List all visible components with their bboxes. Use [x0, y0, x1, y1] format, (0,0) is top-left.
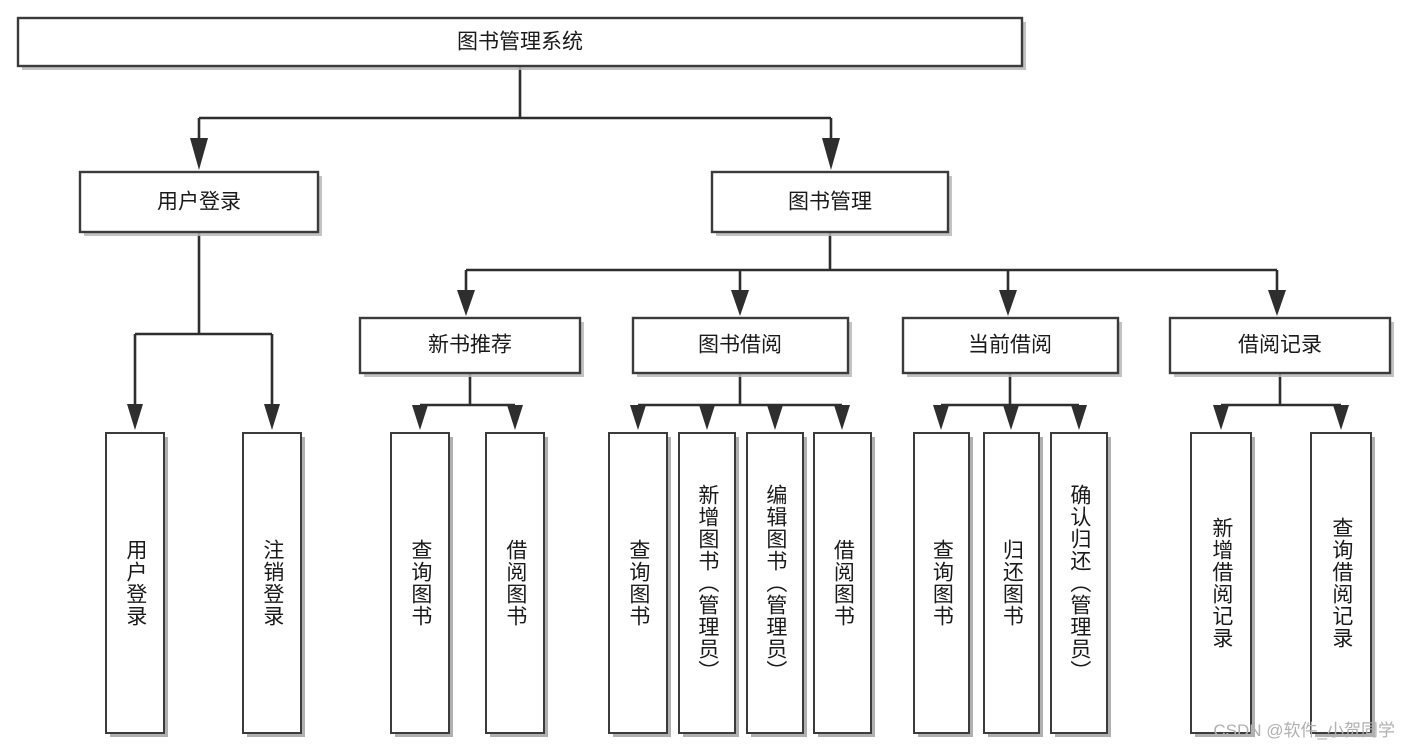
root-label: 图书管理系统 — [457, 31, 583, 54]
arrow-head-leaf-logout — [264, 404, 280, 430]
leaf-node-label: 查询图书 — [626, 539, 650, 627]
node-borrow-record[interactable]: 借阅记录 — [1168, 316, 1394, 377]
arrow-head-book-manage — [822, 138, 840, 170]
node-new-book-recommend[interactable]: 新书推荐 — [358, 316, 584, 377]
node-book-manage[interactable]: 图书管理 — [710, 170, 952, 236]
user-login-box[interactable] — [78, 170, 320, 234]
borrow-record-box[interactable] — [1168, 316, 1392, 375]
leaf-node-label: 新增图书（管理员） — [695, 484, 719, 682]
arrow-head-leaf-add-book — [699, 405, 715, 430]
leaf-node[interactable]: 归还图书 — [983, 432, 1040, 734]
connector-layer — [127, 66, 1349, 430]
leaf-node-label: 归还图书 — [1000, 539, 1024, 627]
leaf-node[interactable]: 查询图书 — [608, 432, 668, 734]
arrow-head-borrow-record — [1268, 290, 1286, 316]
current-borrow-box[interactable] — [901, 316, 1120, 375]
arrow-head-leaf-query-book-3 — [933, 405, 949, 430]
arrow-head-leaf-return-book — [1003, 405, 1019, 430]
arrow-head-leaf-user-login — [127, 404, 143, 430]
book-borrow-box[interactable] — [631, 316, 850, 375]
leaf-node-label: 借阅图书 — [503, 539, 527, 627]
leaf-node-label: 查询图书 — [930, 539, 954, 627]
leaf-node-label: 查询借阅记录 — [1329, 517, 1353, 649]
leaf-node[interactable]: 新增借阅记录 — [1190, 432, 1252, 734]
arrow-head-user-login — [190, 138, 208, 170]
leaf-node[interactable]: 查询借阅记录 — [1310, 432, 1372, 734]
book-manage-box[interactable] — [710, 170, 950, 234]
node-root[interactable]: 图书管理系统 — [16, 16, 1026, 70]
book-manage-label: 图书管理 — [788, 191, 872, 214]
leaf-node[interactable]: 用户登录 — [105, 432, 165, 734]
arrow-head-new-book-recommend — [457, 290, 475, 316]
leaf-node[interactable]: 编辑图书（管理员） — [746, 432, 804, 734]
new-book-recommend-label: 新书推荐 — [428, 334, 512, 357]
arrow-head-leaf-confirm-return — [1071, 405, 1087, 430]
arrow-head-leaf-borrow-book-1 — [507, 405, 523, 430]
arrow-head-book-borrow — [731, 290, 749, 316]
arrow-head-leaf-edit-book — [767, 405, 783, 430]
leaf-node-label: 确认归还（管理员） — [1067, 484, 1091, 682]
arrow-head-leaf-query-record — [1333, 405, 1349, 430]
csdn-watermark: CSDN @软件_小贺同学 — [1213, 721, 1395, 740]
leaf-node-label: 新增借阅记录 — [1209, 517, 1233, 649]
current-borrow-label: 当前借阅 — [968, 334, 1052, 357]
arrow-head-leaf-add-record — [1213, 405, 1229, 430]
node-layer: 图书管理系统 用户登录 图书管理 新书推荐 — [16, 16, 1394, 377]
leaf-node[interactable]: 新增图书（管理员） — [678, 432, 736, 734]
leaf-node[interactable]: 注销登录 — [242, 432, 302, 734]
root-box[interactable] — [16, 16, 1024, 68]
borrow-record-label: 借阅记录 — [1238, 334, 1322, 357]
leaf-node-label: 借阅图书 — [831, 539, 855, 627]
leaf-node[interactable]: 借阅图书 — [485, 432, 545, 734]
leaf-node-label: 查询图书 — [408, 539, 432, 627]
leaf-node[interactable]: 确认归还（管理员） — [1050, 432, 1108, 734]
leaf-node[interactable]: 查询图书 — [913, 432, 970, 734]
leaf-node-label: 编辑图书（管理员） — [763, 484, 787, 682]
arrow-head-leaf-borrow-book-2 — [834, 405, 850, 430]
node-current-borrow[interactable]: 当前借阅 — [901, 316, 1122, 377]
arrow-head-leaf-query-book-1 — [412, 405, 428, 430]
leaf-node[interactable]: 借阅图书 — [813, 432, 872, 734]
leaf-node-label: 用户登录 — [123, 539, 147, 627]
arrow-head-leaf-query-book-2 — [630, 405, 646, 430]
leaf-node-label: 注销登录 — [260, 539, 284, 627]
book-borrow-label: 图书借阅 — [698, 334, 782, 357]
new-book-recommend-box[interactable] — [358, 316, 582, 375]
user-login-label: 用户登录 — [157, 191, 241, 214]
node-user-login[interactable]: 用户登录 — [78, 170, 322, 236]
arrow-head-current-borrow — [999, 290, 1017, 316]
node-book-borrow[interactable]: 图书借阅 — [631, 316, 852, 377]
leaf-node[interactable]: 查询图书 — [390, 432, 450, 734]
